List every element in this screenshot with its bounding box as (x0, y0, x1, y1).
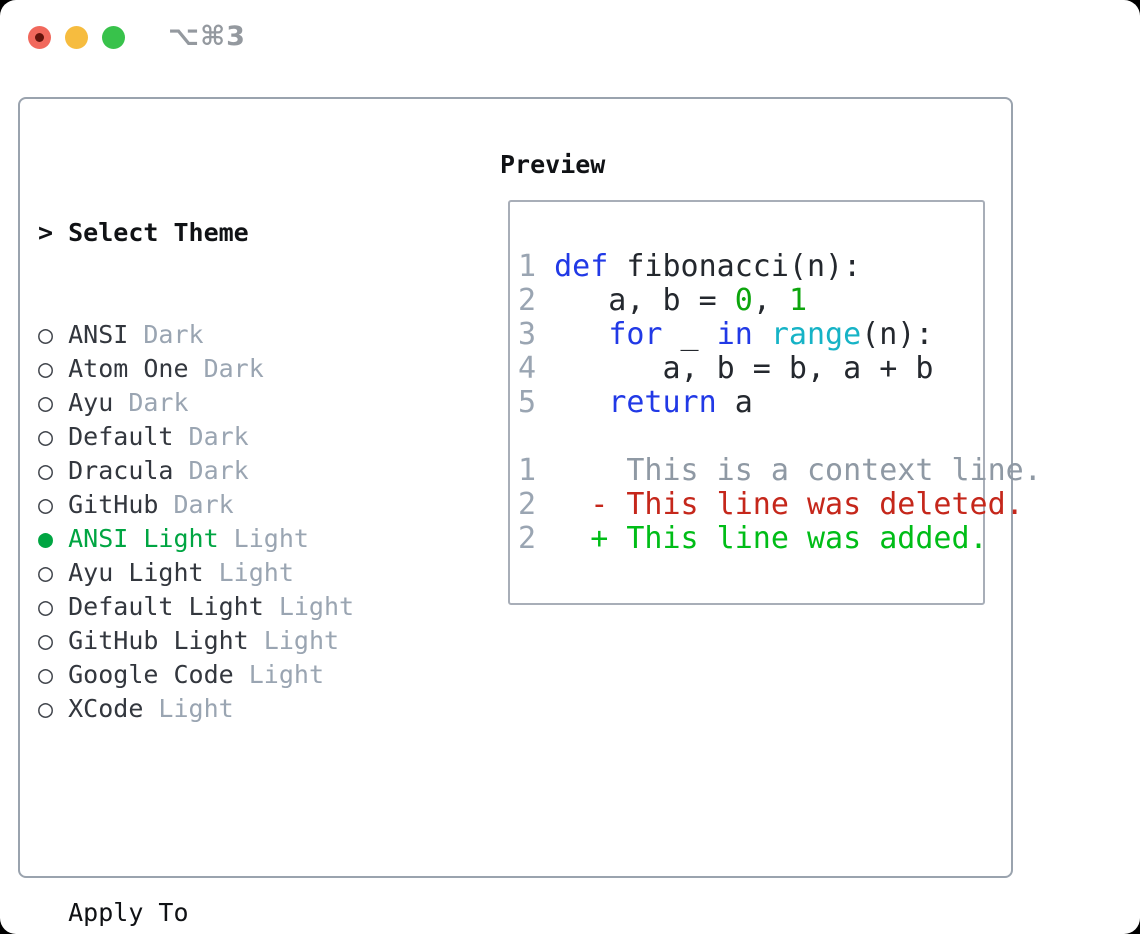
code-line: 4 a, b = b, a + b (518, 351, 934, 386)
window-title: ⌥⌘3 (168, 21, 246, 52)
zoom-button-icon[interactable] (102, 26, 125, 49)
theme-option-default-light[interactable]: ○ Default Light Light (38, 592, 355, 621)
code-line: 2 a, b = 0, 1 (518, 283, 807, 318)
diff-line-deleted: 2 - This line was deleted. (518, 487, 1024, 522)
apply-to-header: Apply To (68, 898, 189, 927)
theme-option-ansi-light[interactable]: ● ANSI Light Light (38, 524, 309, 553)
theme-option-atom-one[interactable]: ○ Atom One Dark (38, 354, 264, 383)
theme-option-dracula[interactable]: ○ Dracula Dark (38, 456, 249, 485)
theme-option-default[interactable]: ○ Default Dark (38, 422, 249, 451)
close-button-icon[interactable] (28, 26, 51, 49)
minimize-button-icon[interactable] (65, 26, 88, 49)
code-line: 1 def fibonacci(n): (518, 249, 862, 284)
theme-option-ansi[interactable]: ○ ANSI Dark (38, 320, 204, 349)
spacer (38, 794, 459, 828)
theme-option-google-code[interactable]: ○ Google Code Light (38, 660, 324, 689)
theme-list: > Select Theme ○ ANSI Dark ○ Atom One Dar… (38, 148, 459, 934)
diff-line-added: 2 + This line was added. (518, 521, 988, 556)
spacer (518, 420, 1042, 454)
theme-option-ayu[interactable]: ○ Ayu Dark (38, 388, 189, 417)
theme-option-xcode[interactable]: ○ XCode Light (38, 694, 234, 723)
diff-line-context: 1 This is a context line. (518, 453, 1042, 488)
theme-option-ayu-light[interactable]: ○ Ayu Light Light (38, 558, 294, 587)
theme-option-github[interactable]: ○ GitHub Dark (38, 490, 234, 519)
theme-option-github-light[interactable]: ○ GitHub Light Light (38, 626, 340, 655)
code-line: 5 return a (518, 385, 753, 420)
titlebar: ⌥⌘3 (0, 0, 1140, 75)
select-theme-header: > Select Theme (38, 218, 249, 247)
preview-header: Preview (500, 150, 606, 179)
code-line: 3 for _ in range(n): (518, 317, 934, 352)
